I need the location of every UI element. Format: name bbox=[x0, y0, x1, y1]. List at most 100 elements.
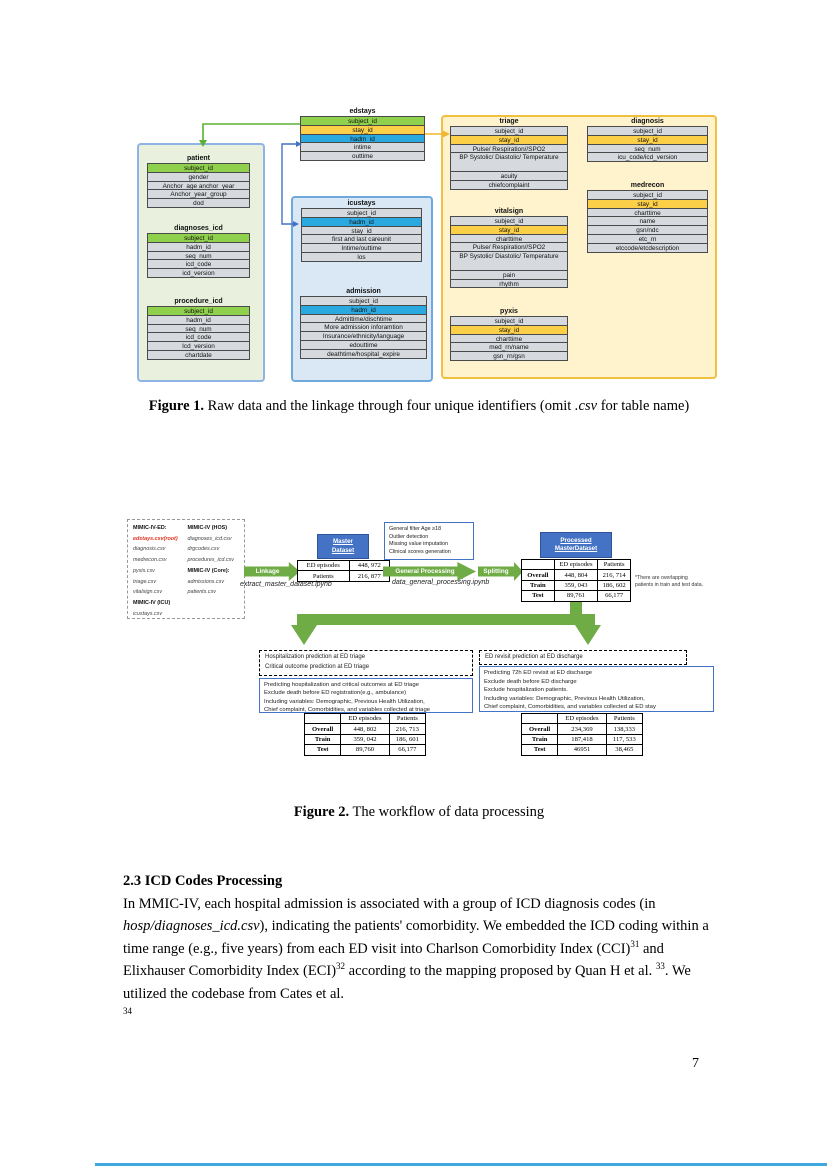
field-bp-systolic-diastolic-temperature: BP Systolic/ Diastolic/ Temperature bbox=[450, 251, 568, 271]
linkage-arrow-label: Linkage bbox=[255, 568, 280, 575]
text-line: Exclude death before ED discharge bbox=[484, 678, 577, 685]
field-rhythm: rhythm bbox=[450, 278, 568, 289]
figure1-caption-text: Raw data and the linkage through four un… bbox=[204, 398, 575, 414]
entity-table-title: medrecon bbox=[630, 182, 665, 189]
stats-cell: Test bbox=[521, 590, 555, 602]
figure1-caption-label: Figure 1. bbox=[148, 398, 205, 414]
text-line: Critical outcome prediction at ED triage bbox=[265, 664, 370, 671]
figure1-caption-end: for table name) bbox=[597, 398, 690, 414]
splitting-arrow: Splitting bbox=[478, 562, 523, 581]
field-bp-systolic-diastolic-temperature: BP Systolic/ Diastolic/ Temperature bbox=[450, 152, 568, 172]
field-outtime: outtime bbox=[300, 151, 425, 161]
file-name: triage.csv bbox=[133, 578, 157, 585]
text-line: Chief complaint, Comorbidities, and vari… bbox=[484, 704, 656, 711]
stats-cell: 216, 714 bbox=[597, 569, 631, 581]
branch-arrow bbox=[291, 601, 601, 645]
file-group-heading: MIMIC-IV (ICU) bbox=[133, 599, 171, 606]
stats-header-cell bbox=[521, 558, 555, 571]
stats-cell: 359, 042 bbox=[340, 733, 390, 746]
citation-32: 32 bbox=[336, 961, 346, 972]
text-line: ED revisit prediction at ED discharge bbox=[485, 654, 583, 660]
entity-table-title: patient bbox=[187, 155, 210, 162]
stats-header-cell: ED episodes bbox=[557, 712, 607, 725]
field-icd-version: icd_version bbox=[147, 268, 250, 278]
field-etccode-etcdescription: etccode/etcdescription bbox=[587, 242, 708, 253]
figure2-caption-label: Figure 2. bbox=[293, 804, 350, 820]
stats-cell: 187,418 bbox=[557, 733, 607, 746]
text-line: Predicting 72h ED revisit at ED discharg… bbox=[484, 670, 593, 676]
master-dataset-line1: Master bbox=[333, 538, 353, 545]
task2-title-box: ED revisit prediction at ED discharge bbox=[479, 650, 687, 665]
field-gsn-rn-gsn: gsn_rn/gsn bbox=[450, 351, 568, 361]
text-line: Predicting hospitalization and critical … bbox=[264, 682, 419, 688]
stats-header-cell bbox=[303, 712, 342, 725]
section-heading: 2.3 ICD Codes Processing bbox=[123, 873, 283, 889]
page-bottom-rule bbox=[95, 1163, 827, 1166]
file-name: diagnoses_icd.csv bbox=[187, 535, 232, 542]
stats-cell: Patients bbox=[297, 570, 350, 582]
file-name: icustays.csv bbox=[133, 610, 163, 617]
figure2-caption: Figure 2. The workflow of data processin… bbox=[123, 802, 715, 824]
stats-cell: 89,760 bbox=[340, 744, 390, 756]
field-icu-code-icd-version: icu_code/icd_version bbox=[587, 152, 708, 163]
stats-header-cell: ED episodes bbox=[340, 712, 390, 725]
master-dataset-box: Master Dataset bbox=[317, 534, 369, 559]
stats-header-cell: Patients bbox=[597, 558, 631, 571]
text-line: Including variables: Demographic, Previo… bbox=[484, 695, 645, 702]
entity-table-title: admission bbox=[346, 288, 381, 295]
processed-dataset-line1: Processed bbox=[560, 536, 592, 544]
master-dataset-line2: Dataset bbox=[331, 546, 355, 554]
stats-header-cell: Patients bbox=[388, 712, 427, 725]
file-group-heading: MIMIC-IV (Core): bbox=[187, 567, 230, 574]
task2-detail-box: Predicting 72h ED revisit at ED discharg… bbox=[479, 666, 714, 712]
file-name: diagnosis.csv bbox=[133, 546, 166, 553]
stats-cell: Test bbox=[520, 744, 559, 756]
stats-cell: 138,333 bbox=[605, 723, 644, 735]
stats-cell: Test bbox=[303, 744, 342, 756]
section-paragraph: In MMIC-IV, each hospital admission is a… bbox=[123, 893, 717, 1028]
stats-cell: Overall bbox=[521, 569, 555, 581]
task1-detail-box: Predicting hospitalization and critical … bbox=[259, 678, 473, 713]
figure1-caption-italic: .csv bbox=[574, 398, 598, 414]
text-line: Missing value imputation bbox=[389, 541, 449, 548]
processed-dataset-line2: MasterDataset bbox=[554, 545, 598, 552]
extract-script-label: extract_master_dataset.ipynb bbox=[240, 581, 332, 588]
stats-cell: 117, 533 bbox=[605, 733, 644, 746]
text-line: Exclude hospitalization patients. bbox=[484, 687, 568, 694]
stats-cell: Train bbox=[521, 579, 555, 592]
text-line: Clinical scores generation bbox=[389, 549, 451, 556]
source-files-col1: MIMIC-IV-ED:edstays.csv(root)diagnosis.c… bbox=[133, 523, 188, 617]
file-name: procedures_icd.csv bbox=[187, 557, 234, 564]
stats-cell: 448, 802 bbox=[340, 723, 390, 735]
para-text: In MMIC-IV, each hospital admission is a… bbox=[123, 895, 656, 912]
citation-33: 33 bbox=[655, 961, 665, 972]
entity-table-title: icustays bbox=[347, 200, 376, 207]
file-group-heading: MIMIC-IV-ED: bbox=[133, 525, 167, 531]
entity-table-title: pyxis bbox=[500, 308, 518, 315]
processing-script-label: data_general_processing.ipynb bbox=[392, 579, 490, 586]
file-name: vitalsign.csv bbox=[133, 589, 163, 596]
citation-34: 34 bbox=[123, 1006, 132, 1017]
section-2-3: 2.3 ICD Codes Processing In MMIC-IV, eac… bbox=[123, 870, 717, 1028]
citation-31: 31 bbox=[630, 938, 640, 949]
entity-table-title: diagnoses_icd bbox=[174, 225, 223, 232]
stats-cell: 448, 804 bbox=[553, 569, 599, 581]
linkage-arrow: Linkage bbox=[244, 562, 300, 581]
source-files-box: MIMIC-IV-ED:edstays.csv(root)diagnosis.c… bbox=[127, 519, 245, 619]
stats-header-cell: ED episodes bbox=[553, 558, 599, 571]
para-text: . We utilized the codebase from Cates et… bbox=[123, 963, 691, 1002]
stats-cell: Train bbox=[520, 733, 559, 746]
stats-cell: 66,177 bbox=[597, 590, 631, 602]
